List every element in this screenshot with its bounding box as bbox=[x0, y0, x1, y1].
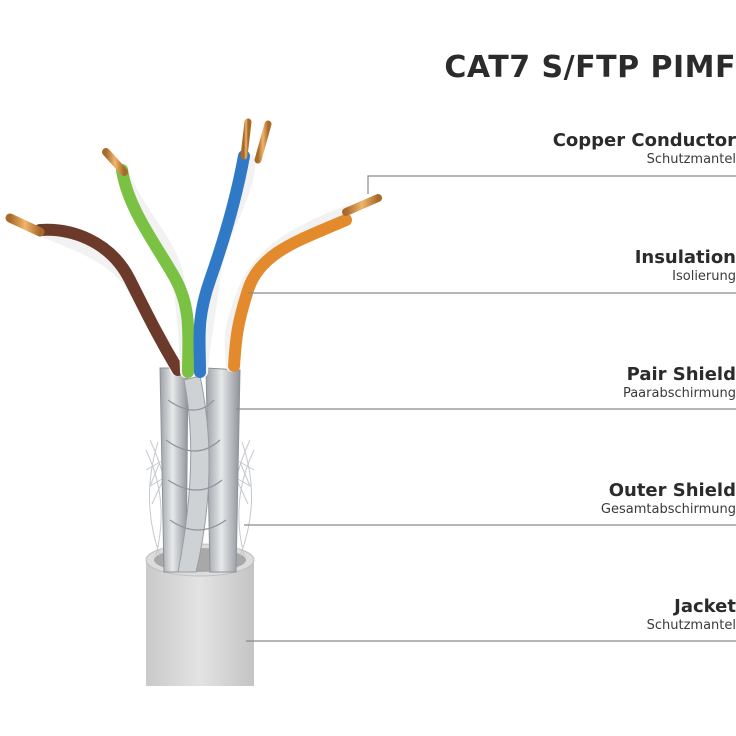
twisted-pair-green bbox=[102, 148, 195, 378]
jacket bbox=[145, 543, 255, 686]
label-german: Paarabschirmung bbox=[622, 386, 736, 401]
label-copper-conductor: Copper Conductor Schutzmantel bbox=[436, 130, 736, 168]
pair-shield-foils bbox=[159, 367, 241, 573]
twisted-pair-blue bbox=[193, 118, 272, 378]
label-english: Copper Conductor bbox=[552, 130, 736, 151]
label-english: Outer Shield bbox=[608, 480, 736, 501]
label-english: Insulation bbox=[634, 247, 736, 268]
twisted-pair-brown bbox=[5, 213, 184, 376]
label-insulation: Insulation Isolierung bbox=[436, 247, 736, 285]
label-english: Jacket bbox=[674, 596, 736, 617]
label-outer-shield: Outer Shield Gesamtabschirmung bbox=[436, 480, 736, 518]
label-german: Isolierung bbox=[672, 269, 736, 284]
leader-lines bbox=[236, 175, 736, 642]
leader-line-copper bbox=[367, 175, 736, 194]
diagram-title: CAT7 S/FTP PIMF bbox=[444, 50, 736, 85]
label-english: Pair Shield bbox=[626, 364, 736, 385]
label-jacket: Jacket Schutzmantel bbox=[436, 596, 736, 634]
twisted-pair-orange bbox=[224, 194, 382, 372]
label-pair-shield: Pair Shield Paarabschirmung bbox=[436, 364, 736, 402]
label-german: Schutzmantel bbox=[646, 152, 736, 167]
label-german: Gesamtabschirmung bbox=[600, 502, 736, 517]
label-german: Schutzmantel bbox=[646, 618, 736, 633]
